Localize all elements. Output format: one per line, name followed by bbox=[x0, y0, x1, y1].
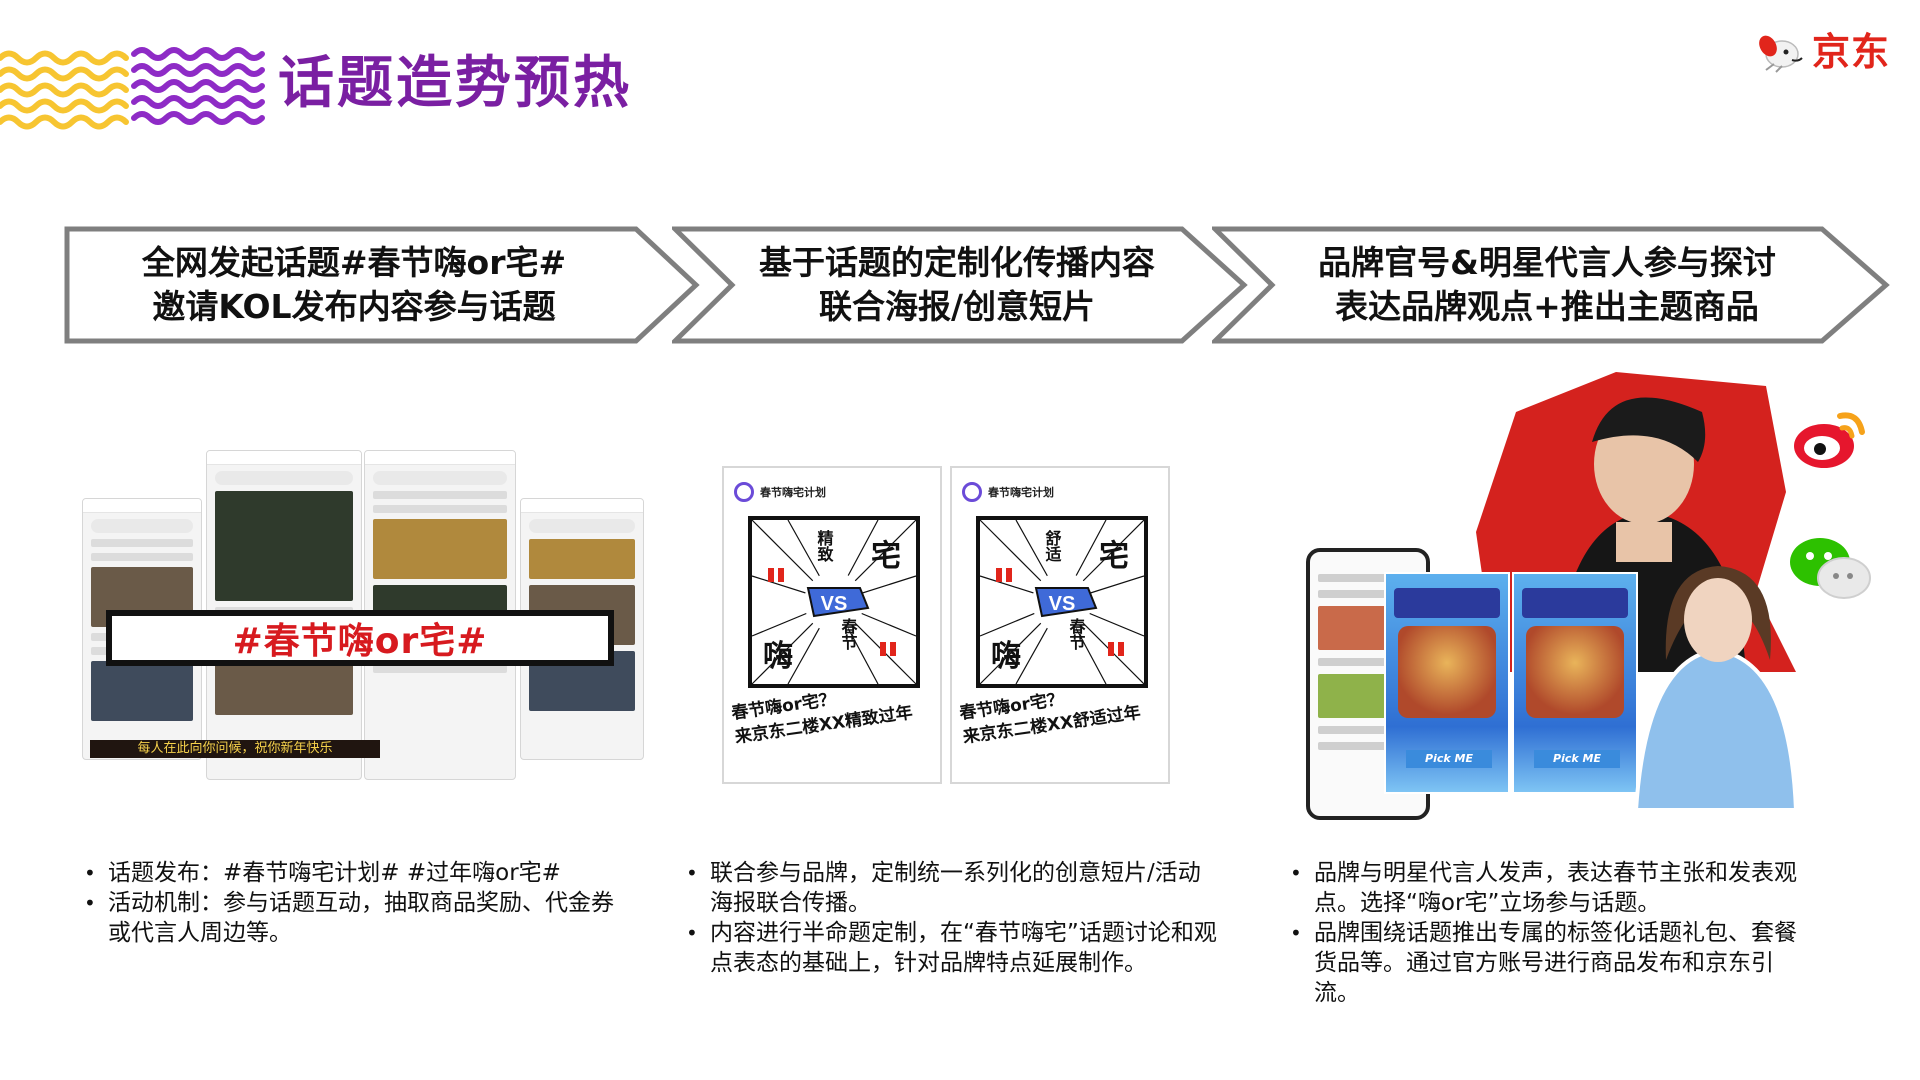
vs-text: VS bbox=[1049, 593, 1076, 615]
poster-header: 春节嗨宅计划 bbox=[962, 482, 1054, 502]
bullet-item: 联合参与品牌，定制统一系列化的创意短片/活动海报联合传播。 bbox=[680, 858, 1220, 918]
poster-header: 春节嗨宅计划 bbox=[734, 482, 826, 502]
weibo-icon bbox=[1794, 412, 1865, 468]
wave-decoration bbox=[0, 47, 265, 130]
left-word: 嗨 bbox=[763, 639, 793, 674]
column-text-b: 春节 bbox=[1067, 617, 1087, 651]
comic-vs-panel: VS 宅 嗨 舒适 春节 bbox=[976, 516, 1148, 688]
comic-vs-panel: VS 宅 嗨 精致 春节 bbox=[748, 516, 920, 688]
column-text-a: 精致 bbox=[815, 529, 834, 563]
right-word: 宅 bbox=[871, 539, 901, 574]
bullet-list-1: 话题发布：#春节嗨宅计划# #过年嗨or宅# 活动机制：参与话题互动，抽取商品奖… bbox=[78, 858, 618, 948]
poster-brand: 春节嗨宅计划 bbox=[760, 486, 826, 499]
bullet-item: 活动机制：参与话题互动，抽取商品奖励、代金券或代言人周边等。 bbox=[78, 888, 618, 948]
video-caption: 每人在此向你问候，祝你新年快乐 bbox=[90, 740, 380, 758]
arrow-shape bbox=[1212, 226, 1890, 344]
step-1-line2: 邀请KOL发布内容参与话题 bbox=[152, 287, 556, 326]
bullet-list-2: 联合参与品牌，定制统一系列化的创意短片/活动海报联合传播。 内容进行半命题定制，… bbox=[680, 858, 1220, 978]
step-3-line2: 表达品牌观点+推出主题商品 bbox=[1335, 287, 1759, 326]
plan-logo-icon bbox=[734, 482, 754, 502]
arrow-shape bbox=[64, 226, 700, 344]
step-3-banner: 品牌官号&明星代言人参与探讨 表达品牌观点+推出主题商品 bbox=[1212, 226, 1890, 344]
plan-logo-icon bbox=[962, 482, 982, 502]
step-3-line1: 品牌官号&明星代言人参与探讨 bbox=[1318, 243, 1776, 282]
wechat-icon bbox=[1790, 538, 1871, 599]
promo-poster: Pick ME bbox=[1384, 572, 1510, 794]
jd-logo: 京东 bbox=[1748, 26, 1898, 78]
female-celebrity-image bbox=[1633, 566, 1799, 812]
jd-dog-mascot-icon bbox=[1759, 35, 1803, 73]
vs-text: VS bbox=[821, 593, 848, 615]
pick-me-label: Pick ME bbox=[1534, 750, 1620, 768]
bullet-item: 话题发布：#春节嗨宅计划# #过年嗨or宅# bbox=[78, 858, 618, 888]
bullet-item: 内容进行半命题定制，在“春节嗨宅”话题讨论和观点表态的基础上，针对品牌特点延展制… bbox=[680, 918, 1220, 978]
comic-poster: 春节嗨宅计划 VS 宅 嗨 舒适 春节 春节嗨or宅？ 来京东二楼XX舒适过年 bbox=[950, 466, 1170, 784]
step-1-banner: 全网发起话题#春节嗨or宅# 邀请KOL发布内容参与话题 bbox=[64, 226, 704, 344]
column-text-b: 春节 bbox=[839, 617, 859, 651]
bullet-item: 品牌与明星代言人发声，表达春节主张和发表观点。选择“嗨or宅”立场参与话题。 bbox=[1284, 858, 1804, 918]
topic-tag-banner: #春节嗨or宅# bbox=[106, 610, 614, 666]
step-2-banner: 基于话题的定制化传播内容 联合海报/创意短片 bbox=[672, 226, 1312, 344]
page-title: 话题造势预热 bbox=[278, 51, 632, 116]
comic-poster: 春节嗨宅计划 VS 宅 嗨 精致 春节 春节嗨or宅？ 来京东二楼XX精致过年 bbox=[722, 466, 942, 784]
arrow-shape bbox=[672, 226, 1248, 344]
step-2-line1: 基于话题的定制化传播内容 bbox=[759, 243, 1155, 282]
pick-me-label: Pick ME bbox=[1406, 750, 1492, 768]
step-1-line1: 全网发起话题#春节嗨or宅# bbox=[141, 243, 567, 282]
bullet-item: 品牌围绕话题推出专属的标签化话题礼包、套餐货品等。通过官方账号进行商品发布和京东… bbox=[1284, 918, 1804, 1008]
step-2-line2: 联合海报/创意短片 bbox=[818, 287, 1096, 326]
left-word: 嗨 bbox=[991, 639, 1021, 674]
bullet-list-3: 品牌与明星代言人发声，表达春节主张和发表观点。选择“嗨or宅”立场参与话题。 品… bbox=[1284, 858, 1804, 1008]
brand-logo-text: 京东 bbox=[1812, 30, 1891, 74]
poster-brand: 春节嗨宅计划 bbox=[988, 486, 1054, 499]
column-text-a: 舒适 bbox=[1043, 529, 1062, 562]
promo-poster: Pick ME bbox=[1512, 572, 1638, 794]
right-word: 宅 bbox=[1099, 539, 1129, 574]
